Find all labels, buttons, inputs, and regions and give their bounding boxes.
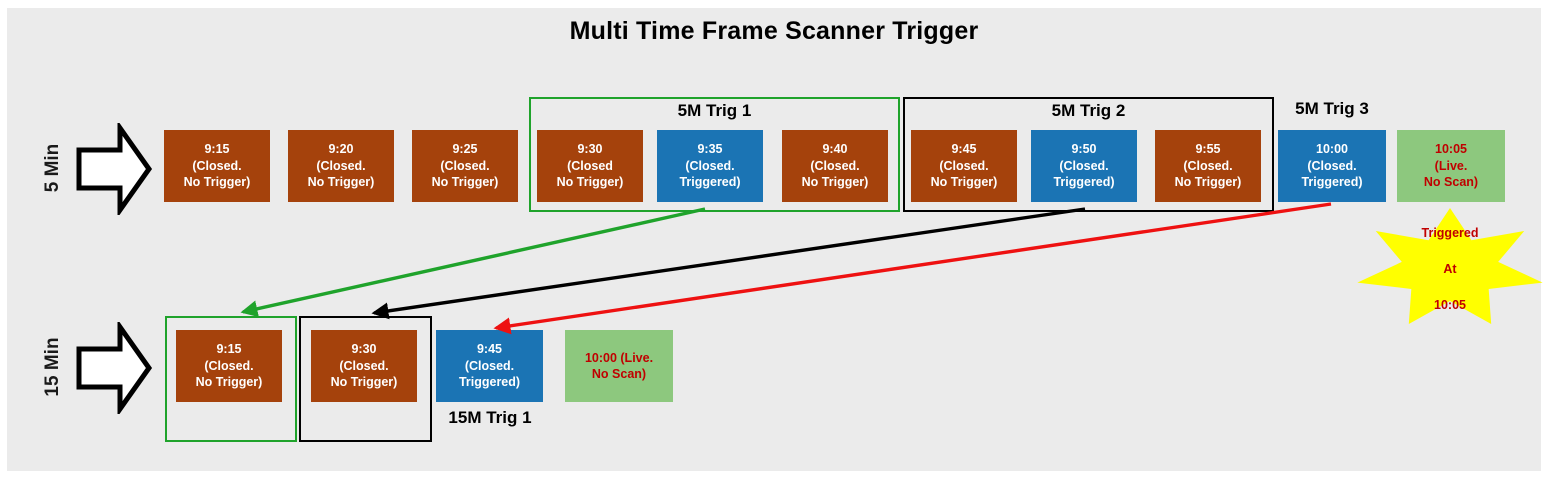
candle-15m-0945: 9:45 (Closed. Triggered) [436,330,543,402]
candle-5m-0920: 9:20 (Closed. No Trigger) [288,130,394,202]
page-title: Multi Time Frame Scanner Trigger [569,17,979,45]
candle-5m-0915: 9:15 (Closed. No Trigger) [164,130,270,202]
timeframe-label-15min: 15 Min [42,337,63,397]
candle-15m-1000: 10:00 (Live. No Scan) [565,330,673,402]
triggered-star-badge: Triggered At 10:05 [1352,206,1548,332]
group-5m-trig1-label: 5M Trig 1 [677,101,752,120]
group-15m-trig1-label: 15M Trig 1 [448,408,532,427]
star-icon [1357,207,1543,325]
candle-5m-0955: 9:55 (Closed. No Trigger) [1155,130,1261,202]
candle-15m-0930: 9:30 (Closed. No Trigger) [311,330,417,402]
candle-5m-1000: 10:00 (Closed. Triggered) [1278,130,1386,202]
group-15m-0930-highlight [299,316,432,442]
candle-5m-0945: 9:45 (Closed. No Trigger) [911,130,1017,202]
candle-15m-0915: 9:15 (Closed. No Trigger) [176,330,282,402]
candle-5m-0930: 9:30 (Closed No Trigger) [537,130,643,202]
group-15m-0915-highlight [165,316,297,442]
candle-5m-1005: 10:05 (Live. No Scan) [1397,130,1505,202]
group-5m-trig3-label: 5M Trig 3 [1295,99,1369,118]
timeframe-label-5min: 5 Min [42,143,63,193]
right-block-arrow-icon-15min [76,322,153,414]
candle-5m-0950: 9:50 (Closed. Triggered) [1031,130,1137,202]
right-block-arrow-icon-5min [76,123,153,215]
candle-5m-0925: 9:25 (Closed. No Trigger) [412,130,518,202]
star-text: Triggered At 10:05 [1421,225,1479,313]
group-5m-trig2-label: 5M Trig 2 [1051,101,1126,120]
candle-5m-0940: 9:40 (Closed. No Trigger) [782,130,888,202]
candle-5m-0935: 9:35 (Closed. Triggered) [657,130,763,202]
